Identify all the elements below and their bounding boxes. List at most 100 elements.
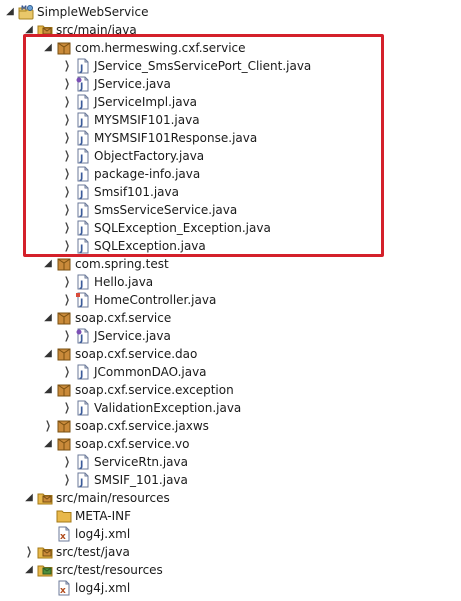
java-file-icon: J bbox=[75, 184, 91, 200]
tree-item-label: HomeController.java bbox=[94, 293, 217, 307]
svg-text:J: J bbox=[79, 370, 83, 380]
collapsed-arrow-icon[interactable]: ❯ bbox=[64, 203, 70, 216]
tree-item-label: SQLException.java bbox=[94, 239, 206, 253]
tree-item[interactable]: ◢soap.cxf.service.dao bbox=[0, 345, 461, 363]
expanded-arrow-icon[interactable]: ◢ bbox=[44, 258, 52, 269]
xml-file-icon: x bbox=[56, 580, 72, 596]
java-interface-icon: J bbox=[75, 328, 91, 344]
tree-item[interactable]: ◢src/main/java bbox=[0, 21, 461, 39]
java-file-icon: J bbox=[75, 58, 91, 74]
tree-item-label: Smsif101.java bbox=[94, 185, 179, 199]
expanded-arrow-icon[interactable]: ◢ bbox=[44, 312, 52, 323]
expanded-arrow-icon[interactable]: ◢ bbox=[44, 438, 52, 449]
tree-item-label: soap.cxf.service.vo bbox=[75, 437, 190, 451]
tree-item-label: JService.java bbox=[94, 77, 171, 91]
collapsed-arrow-icon[interactable]: ❯ bbox=[64, 275, 70, 288]
xml-file-icon: x bbox=[56, 526, 72, 542]
collapsed-arrow-icon[interactable]: ❯ bbox=[64, 185, 70, 198]
collapsed-arrow-icon[interactable]: ❯ bbox=[64, 95, 70, 108]
java-file-icon: J bbox=[75, 166, 91, 182]
svg-text:J: J bbox=[79, 334, 83, 344]
collapsed-arrow-icon[interactable]: ❯ bbox=[64, 77, 70, 90]
svg-text:x: x bbox=[60, 586, 66, 596]
expanded-arrow-icon[interactable]: ◢ bbox=[44, 348, 52, 359]
project-icon: M bbox=[18, 4, 34, 20]
tree-item[interactable]: ◢ soap.cxf.service.exception bbox=[0, 381, 461, 399]
svg-text:J: J bbox=[79, 226, 83, 236]
expanded-arrow-icon[interactable]: ◢ bbox=[44, 384, 52, 395]
expanded-arrow-icon[interactable]: ◢ bbox=[44, 42, 52, 53]
collapsed-arrow-icon[interactable]: ❯ bbox=[64, 221, 70, 234]
tree-item[interactable]: META-INF bbox=[0, 507, 461, 525]
tree-item-label: SimpleWebService bbox=[37, 5, 149, 19]
svg-text:J: J bbox=[79, 118, 83, 128]
svg-text:J: J bbox=[79, 208, 83, 218]
tree-item[interactable]: ❯ J Smsif101.java bbox=[0, 183, 461, 201]
tree-item[interactable]: ◢ soap.cxf.service bbox=[0, 309, 461, 327]
java-annotated-icon: J bbox=[75, 292, 91, 308]
svg-text:J: J bbox=[79, 190, 83, 200]
java-file-icon: J bbox=[75, 274, 91, 290]
expanded-arrow-icon[interactable]: ◢ bbox=[25, 564, 33, 575]
expanded-arrow-icon[interactable]: ◢ bbox=[25, 24, 33, 35]
collapsed-arrow-icon[interactable]: ❯ bbox=[64, 167, 70, 180]
expanded-arrow-icon[interactable]: ◢ bbox=[25, 492, 33, 503]
tree-item[interactable]: ◢src/test/resources bbox=[0, 561, 461, 579]
collapsed-arrow-icon[interactable]: ❯ bbox=[64, 473, 70, 486]
package-icon bbox=[56, 382, 72, 398]
svg-text:J: J bbox=[79, 100, 83, 110]
tree-item-label: soap.cxf.service bbox=[75, 311, 172, 325]
tree-item[interactable]: ◢src/main/resources bbox=[0, 489, 461, 507]
collapsed-arrow-icon[interactable]: ❯ bbox=[64, 401, 70, 414]
collapsed-arrow-icon[interactable]: ❯ bbox=[64, 455, 70, 468]
svg-text:x: x bbox=[60, 532, 66, 542]
collapsed-arrow-icon[interactable]: ❯ bbox=[64, 293, 70, 306]
tree-item[interactable]: ◢com.spring.test bbox=[0, 255, 461, 273]
collapsed-arrow-icon[interactable]: ❯ bbox=[64, 59, 70, 72]
tree-item[interactable]: ◢com.hermeswing.cxf.service bbox=[0, 39, 461, 57]
java-file-icon: J bbox=[75, 130, 91, 146]
svg-text:J: J bbox=[79, 154, 83, 164]
tree-item[interactable]: ◢ soap.cxf.service.vo bbox=[0, 435, 461, 453]
tree-item[interactable]: ❯ soap.cxf.service.jaxws bbox=[0, 417, 461, 435]
tree-item-label: soap.cxf.service.exception bbox=[75, 383, 234, 397]
collapsed-arrow-icon[interactable]: ❯ bbox=[64, 113, 70, 126]
package-icon bbox=[56, 418, 72, 434]
tree-item[interactable]: ❯src/test/java bbox=[0, 543, 461, 561]
collapsed-arrow-icon[interactable]: ❯ bbox=[64, 131, 70, 144]
tree-item-label: SQLException_Exception.java bbox=[94, 221, 271, 235]
expanded-arrow-icon[interactable]: ◢ bbox=[6, 6, 14, 17]
collapsed-arrow-icon[interactable]: ❯ bbox=[64, 239, 70, 252]
java-file-icon: J bbox=[75, 220, 91, 236]
tree-item-label: MYSMSIF101Response.java bbox=[94, 131, 258, 145]
collapsed-arrow-icon[interactable]: ❯ bbox=[64, 329, 70, 342]
collapsed-arrow-icon[interactable]: ❯ bbox=[64, 149, 70, 162]
tree-item[interactable]: ❯ J SQLException_Exception.java bbox=[0, 219, 461, 237]
tree-item-label: SMSIF_101.java bbox=[94, 473, 188, 487]
tree-item-label: soap.cxf.service.jaxws bbox=[75, 419, 209, 433]
collapsed-arrow-icon[interactable]: ❯ bbox=[64, 365, 70, 378]
collapsed-arrow-icon[interactable]: ❯ bbox=[45, 419, 51, 432]
collapsed-arrow-icon[interactable]: ❯ bbox=[26, 545, 32, 558]
java-interface-icon: J bbox=[75, 76, 91, 92]
